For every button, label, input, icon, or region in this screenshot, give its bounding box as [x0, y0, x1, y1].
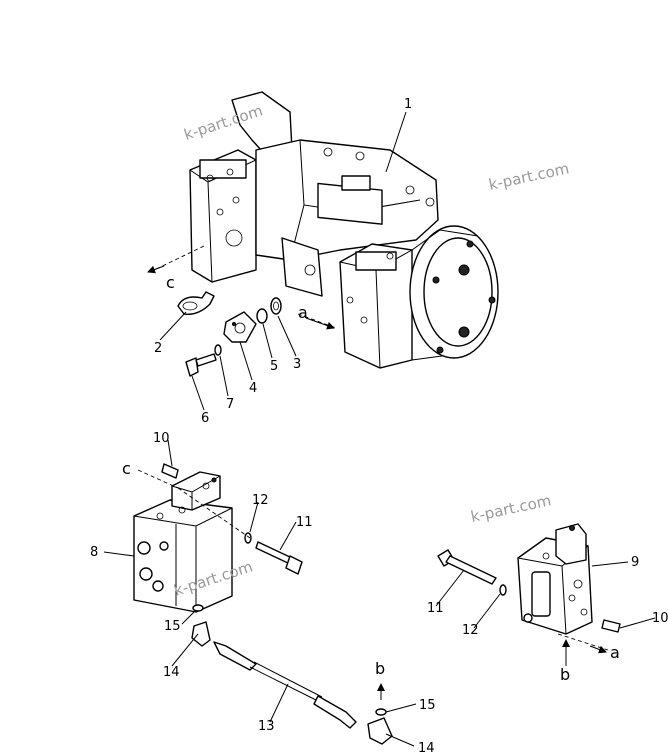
label-part-14-left: 14 [163, 665, 180, 680]
label-part-10-right: 10 [652, 611, 668, 626]
watermark-3: k-part.com [469, 491, 553, 526]
bolt-right [437, 549, 497, 585]
label-part-6: 6 [201, 411, 209, 426]
label-part-3: 3 [293, 357, 301, 372]
view-a-top: a [298, 303, 308, 322]
label-part-15-left: 15 [164, 619, 181, 634]
washer-right [499, 584, 507, 596]
label-part-7: 7 [226, 397, 234, 412]
label-part-11-right: 11 [427, 601, 444, 616]
view-a-right: a [610, 643, 620, 662]
gasket-and-fitting-parts [177, 291, 282, 377]
label-part-8: 8 [90, 545, 98, 560]
view-markers: c c a a b b [122, 273, 620, 684]
plug-right [601, 619, 621, 633]
hose [213, 641, 357, 729]
label-part-14-right: 14 [418, 741, 435, 754]
arrow-c-top [147, 265, 165, 274]
callout-labels: 1 2 3 4 5 6 7 8 9 10 10 11 11 12 12 13 1… [90, 97, 668, 754]
arrow-a-top [305, 317, 335, 330]
label-part-11-left: 11 [296, 515, 313, 530]
oring-left [192, 604, 204, 612]
label-part-12-right: 12 [462, 623, 479, 638]
arrow-a-right [589, 645, 607, 654]
label-part-5: 5 [270, 359, 278, 374]
washer-left [244, 532, 252, 544]
valve-block-left [133, 471, 233, 613]
view-c-left: c [122, 459, 131, 478]
oring-right [375, 708, 387, 716]
label-part-12-left: 12 [252, 493, 269, 508]
elbow-right [367, 717, 393, 745]
view-b-right: b [560, 665, 570, 684]
label-part-2: 2 [154, 341, 162, 356]
leader-lines [103, 111, 656, 747]
label-part-1: 1 [404, 97, 412, 112]
bolt-left [255, 541, 303, 575]
label-part-4: 4 [249, 381, 257, 396]
main-pump-assembly [189, 91, 499, 369]
label-part-15-right: 15 [419, 698, 436, 713]
view-c-top: c [166, 273, 175, 292]
label-part-13: 13 [258, 719, 275, 734]
plug-left [161, 463, 179, 479]
watermark-2: k-part.com [487, 159, 571, 194]
elbow-left [191, 621, 211, 647]
view-b-low: b [375, 659, 385, 678]
label-part-9: 9 [631, 555, 639, 570]
label-part-10-left: 10 [153, 431, 170, 446]
valve-block-right [517, 523, 593, 635]
